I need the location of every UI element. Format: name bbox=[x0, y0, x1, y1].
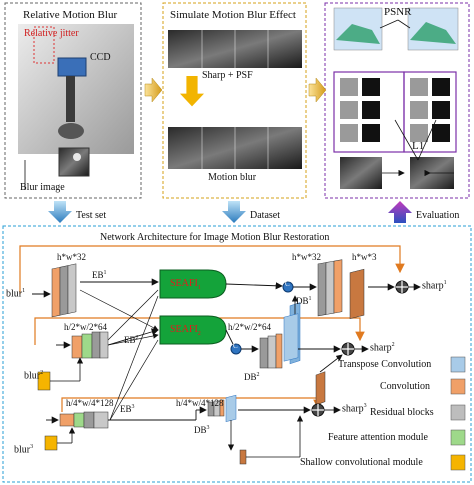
transpose-block-db2 bbox=[283, 313, 299, 362]
eb1-label: EB1 bbox=[92, 270, 107, 280]
legend-label-feature: Feature attention module bbox=[328, 432, 428, 443]
dim-label-2: h/2*w/2*64 bbox=[64, 322, 108, 332]
output-conv-3 bbox=[239, 449, 247, 465]
output-conv-2 bbox=[315, 371, 326, 406]
blur2-label: blur2 bbox=[24, 370, 44, 382]
legend-label-shallow: Shallow convolutional module bbox=[300, 457, 423, 468]
eval-output-left bbox=[340, 157, 382, 189]
dim-label-4: h*w*32 bbox=[292, 252, 321, 262]
jitter-label: Relative jitter bbox=[24, 28, 79, 39]
test-set-arrow bbox=[48, 201, 72, 223]
network-panel bbox=[2, 225, 472, 483]
arrow-panel2-to-3 bbox=[308, 77, 327, 103]
encoder-stack-3 bbox=[59, 411, 109, 429]
encoder-stack-1 bbox=[51, 263, 77, 318]
patch-grid bbox=[340, 78, 450, 142]
ccd-camera bbox=[57, 57, 87, 77]
dim-label-5: h*w*3 bbox=[352, 252, 377, 262]
legend-swatch-residual bbox=[450, 404, 466, 421]
evaluation-panel bbox=[324, 2, 470, 199]
db3-label: DB3 bbox=[194, 425, 210, 435]
blur-image-label: Blur image bbox=[20, 182, 65, 193]
relative-motion-panel bbox=[4, 2, 142, 199]
target-disk bbox=[58, 123, 84, 139]
legend-swatch-conv bbox=[450, 378, 466, 395]
eb3-label: EB3 bbox=[120, 404, 135, 414]
blur3-label: blur3 bbox=[14, 444, 34, 456]
ccd-label: CCD bbox=[90, 52, 111, 63]
psnr-label: PSNR bbox=[384, 6, 412, 18]
decoder-stack-1 bbox=[317, 259, 343, 317]
seafi-fan-in-lines bbox=[79, 289, 159, 421]
jitter-box bbox=[33, 26, 55, 64]
blur1-label: blur1 bbox=[6, 288, 26, 300]
simulate-panel bbox=[162, 2, 307, 199]
decoder-stack-2 bbox=[259, 333, 283, 369]
output-conv-1 bbox=[349, 268, 365, 320]
sharp2-label: sharp2 bbox=[370, 342, 395, 354]
blur-image-spot bbox=[73, 153, 81, 161]
db2-label: DB2 bbox=[244, 372, 260, 382]
legend-label-transpose: Transpose Convolution bbox=[338, 359, 432, 370]
legend-swatch-feature bbox=[450, 429, 466, 446]
dataset-label: Dataset bbox=[250, 210, 280, 221]
encoder-stack-2 bbox=[71, 331, 109, 359]
test-set-label: Test set bbox=[76, 210, 107, 221]
motion-blur-label: Motion blur bbox=[208, 172, 257, 183]
sharp3-label: sharp3 bbox=[342, 403, 367, 415]
transpose-block-db3 bbox=[225, 394, 237, 422]
dim-label-3: h/4*w/4*128 bbox=[66, 398, 114, 408]
ccd-column bbox=[66, 76, 75, 122]
evaluation-arrow bbox=[388, 201, 412, 223]
evaluation-label: Evaluation bbox=[416, 210, 460, 221]
eb2-label: EB2 bbox=[124, 335, 139, 345]
dataset-arrow bbox=[222, 201, 246, 223]
sharp-psf-label: Sharp + PSF bbox=[202, 70, 253, 81]
motion-panel-title: Relative Motion Blur bbox=[23, 9, 118, 21]
patch-grid-right bbox=[403, 71, 457, 153]
shallow-module-3 bbox=[44, 435, 58, 451]
concat-c-2: C bbox=[233, 342, 238, 350]
legend-swatch-shallow bbox=[450, 454, 466, 471]
legend-label-conv: Convolution bbox=[380, 381, 431, 392]
skip-line-scale1 bbox=[19, 245, 405, 294]
seafi2-label: SEAFI2 bbox=[170, 324, 201, 337]
dim-label-6: h/2*w/2*64 bbox=[228, 322, 272, 332]
simulate-down-arrow bbox=[180, 76, 204, 107]
legend-swatch-transpose bbox=[450, 356, 466, 373]
dim-label-1: h*w*32 bbox=[57, 252, 86, 262]
blur-image-thumb bbox=[58, 147, 90, 177]
decoder-stack-3 bbox=[207, 399, 225, 417]
l1-label: L1 bbox=[412, 140, 425, 152]
sharp1-label: sharp1 bbox=[422, 280, 447, 292]
dim-label-7: h/4*w/4*128 bbox=[176, 398, 224, 408]
legend-label-residual: Residual blocks bbox=[370, 407, 434, 418]
seafi1-label: SEAFI1 bbox=[170, 278, 201, 291]
db1-label: DB1 bbox=[296, 296, 312, 306]
simulate-panel-title: Simulate Motion Blur Effect bbox=[170, 9, 296, 21]
arrow-panel1-to-2 bbox=[144, 77, 163, 103]
concat-c-1: C bbox=[285, 280, 290, 288]
network-title: Network Architecture for Image Motion Bl… bbox=[100, 232, 330, 243]
